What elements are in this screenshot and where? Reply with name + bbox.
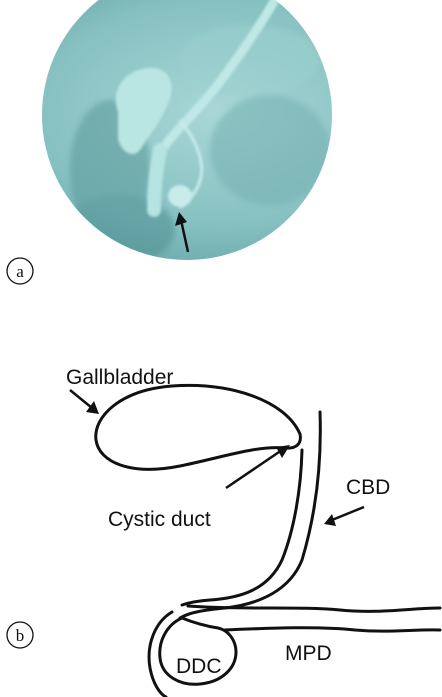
schematic	[96, 385, 440, 697]
label-gallbladder: Gallbladder	[66, 366, 173, 389]
arrow-gallbladder	[70, 390, 99, 414]
gallbladder-shape	[96, 385, 301, 469]
panel-label-b: b	[7, 622, 33, 648]
arrow-cystic-duct	[226, 445, 290, 488]
panel-label-a-text: a	[16, 262, 24, 281]
mpd-duct-lower	[225, 628, 440, 631]
panel-label-a: a	[7, 258, 33, 284]
label-ddc: DDC	[176, 655, 222, 678]
arrow-cbd	[324, 507, 364, 526]
label-cystic-duct: Cystic duct	[108, 508, 211, 531]
label-cbd: CBD	[346, 476, 390, 499]
mpd-duct	[188, 606, 440, 611]
panel-label-b-text: b	[16, 626, 25, 645]
xray-image	[0, 0, 442, 270]
label-mpd: MPD	[285, 642, 332, 665]
